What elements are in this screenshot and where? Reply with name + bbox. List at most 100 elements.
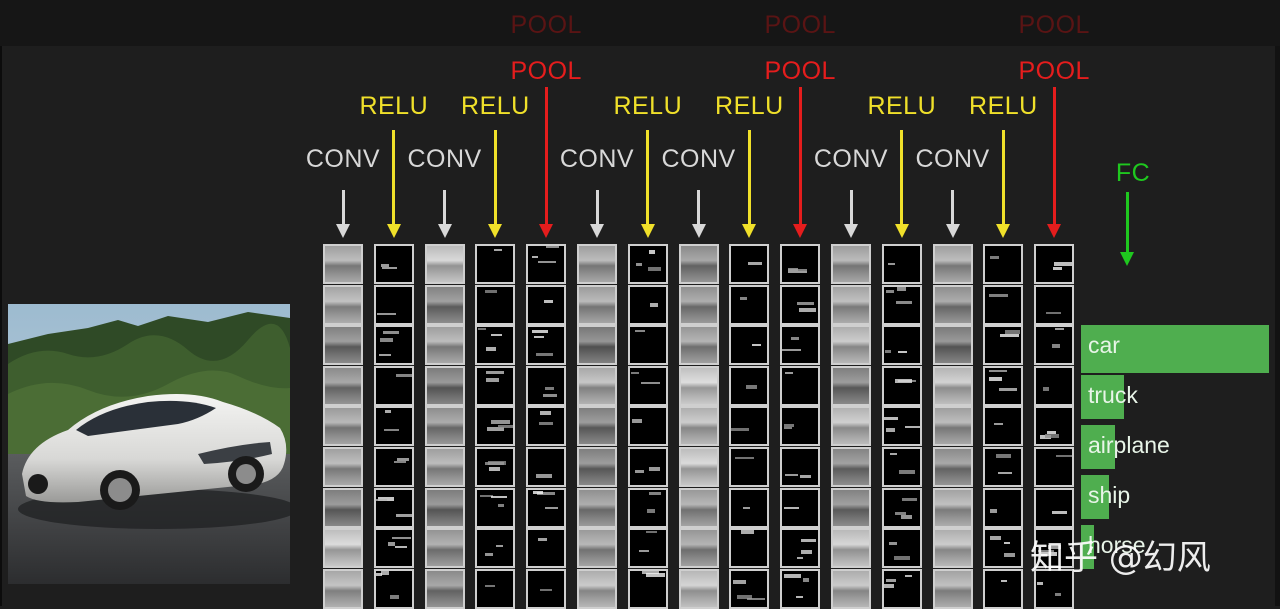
feature-map	[678, 284, 719, 325]
feature-map	[373, 528, 414, 569]
activation-blob	[888, 542, 897, 546]
activation-blob	[1004, 542, 1011, 545]
activation-blob	[534, 336, 545, 339]
feature-map	[780, 528, 821, 569]
activation-column-conv	[831, 244, 871, 609]
feature-map	[577, 487, 617, 528]
feature-map	[881, 406, 922, 447]
activation-blob	[883, 417, 898, 421]
activation-blob	[894, 511, 906, 515]
feature-map	[729, 406, 770, 447]
feature-map	[678, 568, 719, 609]
activation-blob	[489, 467, 501, 471]
activation-blob	[1055, 592, 1062, 596]
feature-map	[729, 487, 770, 528]
feature-map	[983, 365, 1024, 406]
layer-label-conv: CONV	[305, 145, 381, 173]
activation-column-conv	[577, 244, 617, 609]
feature-map	[627, 244, 668, 284]
feature-map	[932, 447, 973, 487]
layer-label-pool: POOL	[764, 57, 836, 85]
feature-map	[780, 568, 821, 609]
activation-blob	[887, 263, 895, 265]
feature-map	[983, 487, 1024, 528]
feature-map	[678, 244, 719, 284]
feature-map	[475, 284, 516, 325]
feature-map	[678, 528, 719, 569]
activation-blob	[791, 337, 800, 341]
activation-blob	[1054, 262, 1073, 266]
activation-blob	[380, 264, 389, 267]
activation-blob	[494, 249, 503, 251]
activation-blob	[737, 594, 753, 599]
activation-blob	[803, 577, 810, 582]
activation-blob	[796, 595, 804, 598]
layer-label-conv: CONV	[915, 145, 990, 173]
feature-map	[323, 365, 363, 406]
activation-blob	[884, 350, 891, 354]
feature-map	[323, 284, 363, 325]
activation-blob	[486, 377, 500, 382]
feature-map	[932, 528, 973, 569]
activation-blob	[896, 286, 906, 291]
feature-map	[780, 325, 821, 366]
feature-map	[526, 365, 567, 406]
activation-blob	[375, 572, 382, 576]
activation-blob	[785, 474, 799, 476]
activation-blob	[1048, 545, 1062, 550]
feature-map	[1034, 406, 1075, 447]
activation-blob	[1005, 330, 1021, 335]
class-label: ship	[1088, 482, 1131, 508]
activation-blob	[784, 506, 800, 509]
activation-blob	[645, 572, 665, 577]
feature-map	[373, 487, 414, 528]
feature-map	[831, 447, 871, 487]
feature-map	[729, 244, 770, 284]
feature-map	[373, 568, 414, 609]
activation-blob	[784, 427, 793, 430]
feature-map	[729, 528, 770, 569]
activation-blob	[1045, 434, 1060, 439]
feature-map	[881, 244, 922, 284]
feature-map	[475, 487, 516, 528]
activation-blob	[748, 262, 763, 265]
activation-blob	[487, 427, 505, 432]
activation-column-relu	[627, 244, 668, 609]
activation-blob	[641, 570, 659, 574]
activation-blob	[395, 373, 412, 377]
input-car-photo	[8, 304, 290, 584]
activation-blob	[537, 491, 556, 495]
feature-map	[424, 284, 465, 325]
feature-map	[932, 406, 973, 447]
feature-map	[323, 487, 363, 528]
feature-map	[729, 284, 770, 325]
activation-blob	[885, 578, 896, 582]
activation-blob	[989, 293, 1009, 297]
feature-map	[881, 568, 922, 609]
class-label: truck	[1088, 382, 1138, 408]
activation-blob	[801, 550, 813, 555]
feature-map	[983, 284, 1024, 325]
layer-label-pool-ghost: POOL	[764, 11, 836, 39]
activation-column-conv	[932, 244, 973, 609]
frame-edge-left	[0, 46, 2, 606]
feature-map	[881, 284, 922, 325]
activation-blob	[894, 378, 912, 383]
feature-map	[627, 365, 668, 406]
activation-blob	[800, 475, 812, 478]
feature-map	[373, 447, 414, 487]
feature-map	[1034, 325, 1075, 366]
activation-blob	[994, 423, 1004, 426]
feature-map	[526, 244, 567, 284]
feature-map	[373, 325, 414, 366]
feature-map	[373, 365, 414, 406]
activation-blob	[486, 347, 497, 352]
activation-blob	[380, 570, 389, 575]
feature-map	[577, 284, 617, 325]
feature-map	[881, 365, 922, 406]
layer-label-relu: RELU	[359, 92, 429, 120]
activation-blob	[533, 490, 544, 494]
activation-blob	[990, 508, 998, 513]
feature-map	[1034, 244, 1075, 284]
feature-map	[373, 244, 414, 284]
